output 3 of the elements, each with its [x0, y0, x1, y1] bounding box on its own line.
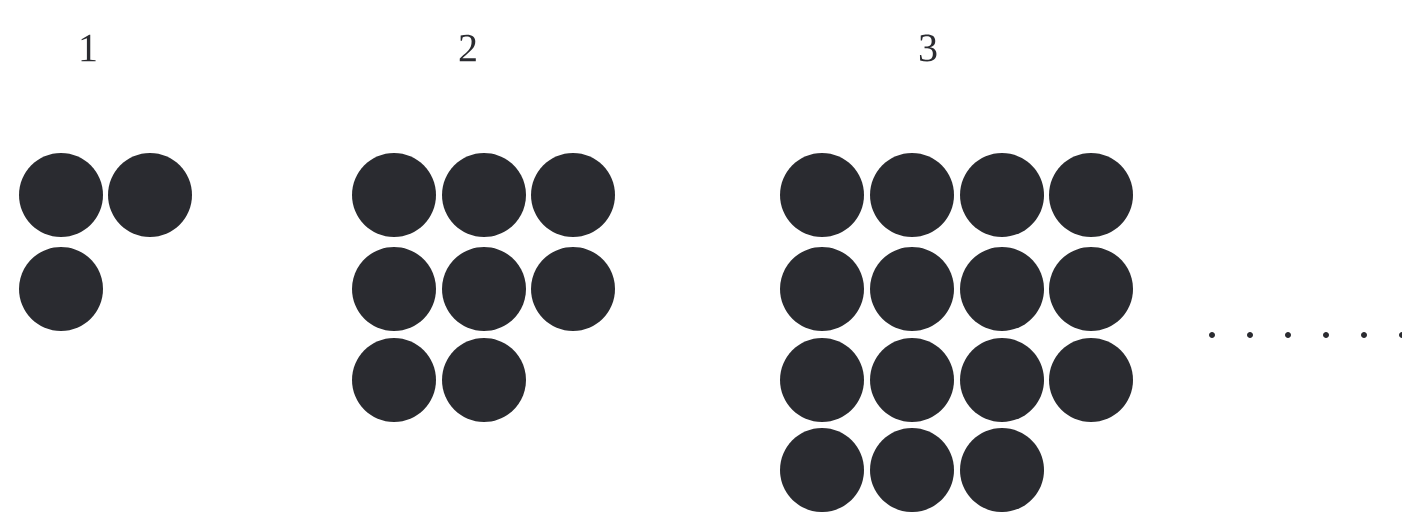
- figure-number: 3: [919, 34, 937, 62]
- figure-number: 1: [81, 34, 96, 62]
- figure-number: 2: [459, 34, 476, 62]
